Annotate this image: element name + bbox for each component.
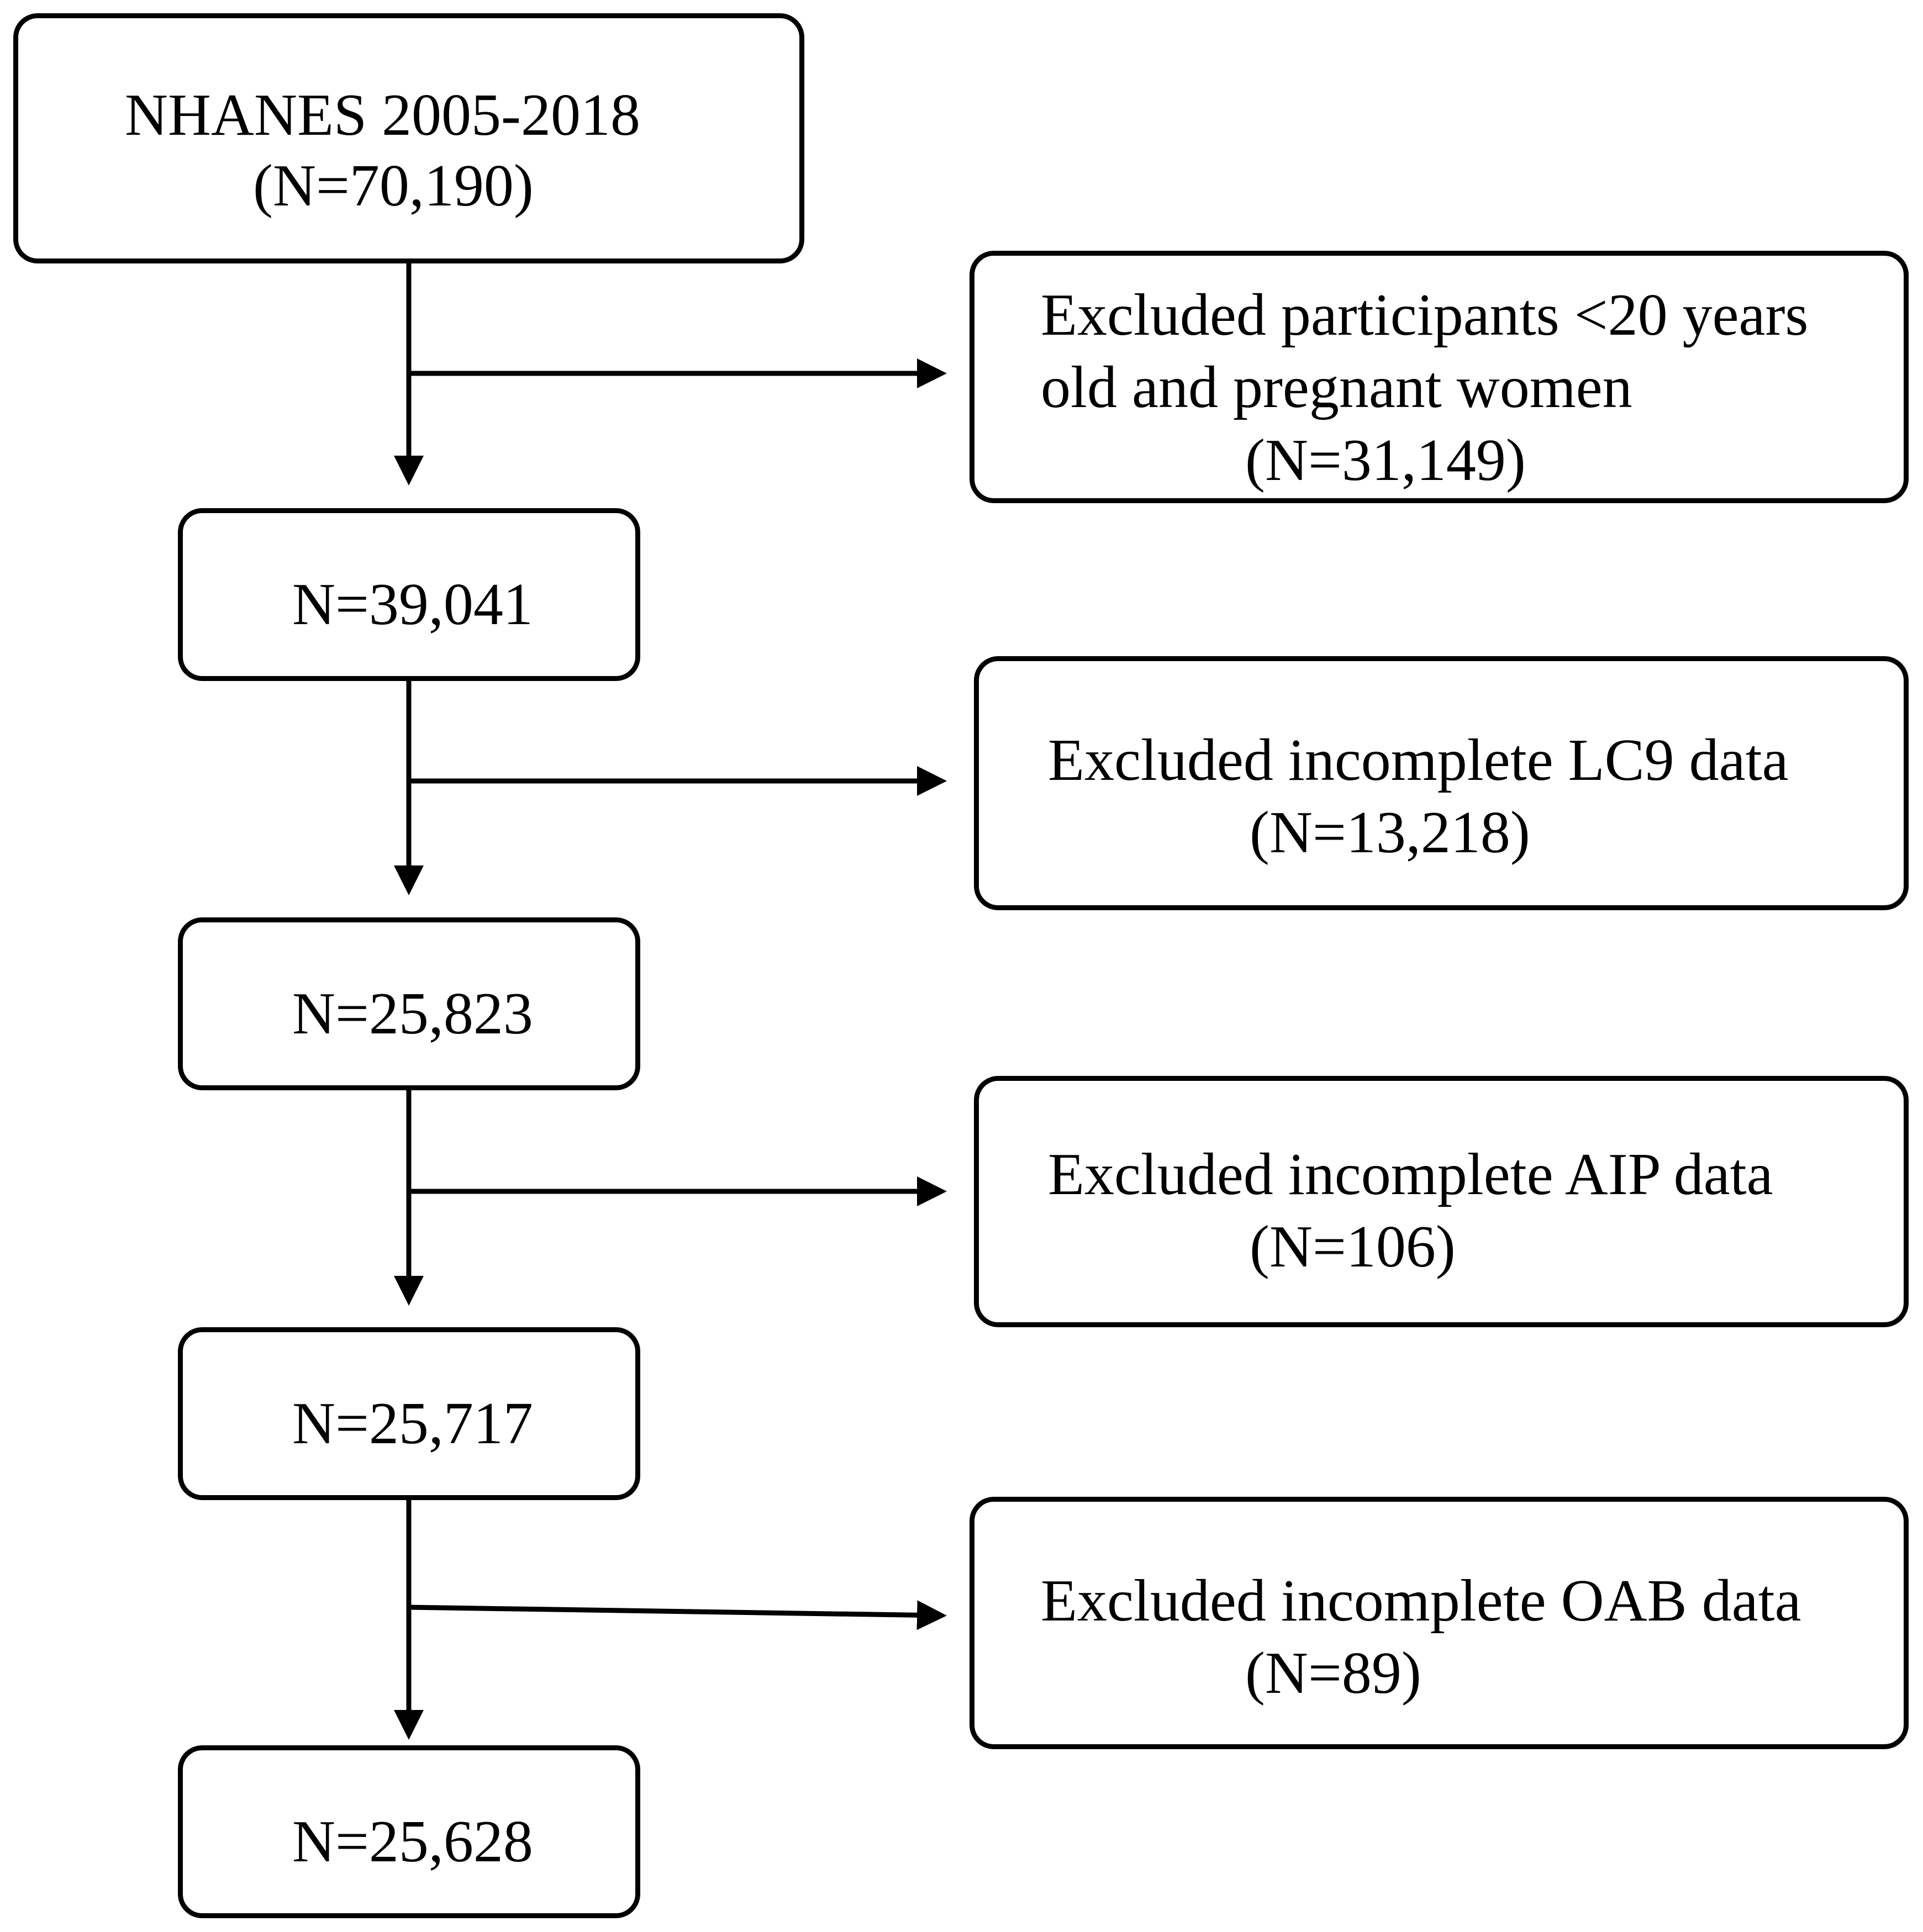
exclusion-box-2: Excluded incomplete LC9 data (N=13,218) — [974, 656, 1909, 910]
start-title: NHANES 2005-2018 — [125, 82, 640, 148]
exclusion-2-count: (N=13,218) — [1250, 800, 1530, 865]
remaining-box-2: N=25,823 — [178, 917, 640, 1090]
exclusion-3-count: (N=106) — [1250, 1214, 1456, 1280]
exclusion-1-count: (N=31,149) — [1245, 427, 1526, 493]
remaining-4-count: N=25,628 — [292, 1809, 533, 1875]
remaining-1-count: N=39,041 — [292, 572, 533, 637]
exclusion-4-count: (N=89) — [1245, 1640, 1421, 1706]
side-arrow-4 — [408, 1600, 947, 1630]
exclusion-3-line1: Excluded incomplete AIP data — [1048, 1142, 1773, 1207]
exclusion-box-4: Excluded incomplete OAB data (N=89) — [970, 1497, 1909, 1749]
exclusion-4-line1: Excluded incomplete OAB data — [1041, 1568, 1801, 1634]
remaining-3-count: N=25,717 — [292, 1391, 533, 1456]
exclusion-box-3: Excluded incomplete AIP data (N=106) — [974, 1076, 1909, 1327]
exclusion-2-line1: Excluded incomplete LC9 data — [1048, 727, 1789, 793]
remaining-2-count: N=25,823 — [292, 981, 533, 1047]
exclusion-1-line1: Excluded participants <20 years — [1041, 282, 1809, 348]
start-box: NHANES 2005-2018 (N=70,190) — [13, 13, 804, 263]
exclusion-1-line2: old and pregnant women — [1041, 355, 1632, 420]
remaining-box-1: N=39,041 — [178, 508, 640, 681]
remaining-box-3: N=25,717 — [178, 1327, 640, 1500]
remaining-box-4: N=25,628 — [178, 1745, 640, 1918]
start-count: (N=70,190) — [253, 153, 534, 219]
exclusion-box-1: Excluded participants <20 years old and … — [970, 251, 1909, 503]
